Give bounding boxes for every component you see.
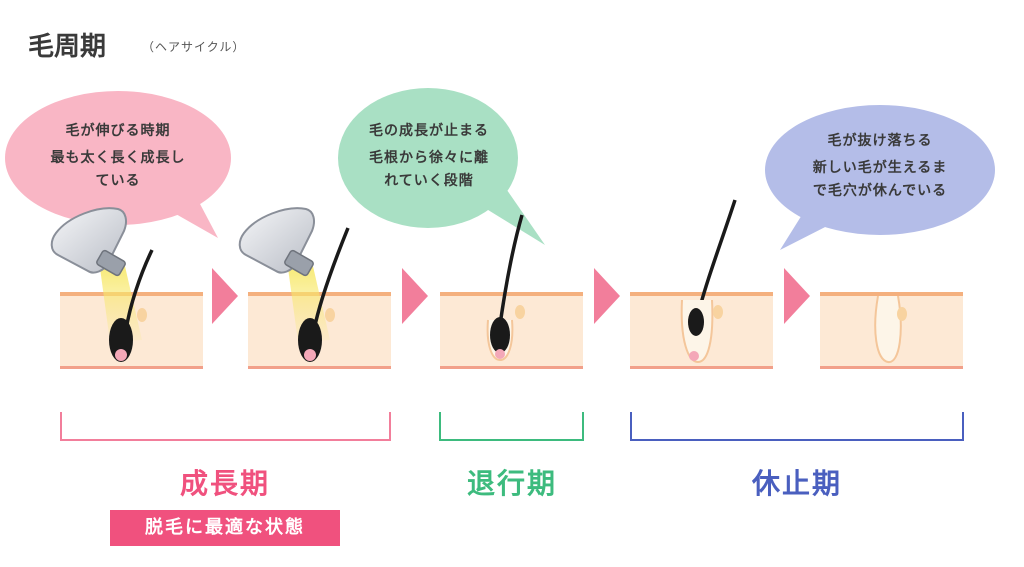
arrow-right-icon	[784, 268, 810, 324]
empty-follicle	[874, 295, 907, 363]
bubble-text-catagen: 毛の成長が止まる 毛根から徐々に離 れていく段階	[340, 120, 518, 193]
hair-catagen	[486, 214, 525, 362]
arrow-right-icon	[212, 268, 238, 324]
bracket-telogen	[630, 412, 964, 441]
laser-beam	[100, 262, 142, 342]
arrow-right-icon	[594, 268, 620, 324]
speech-bubble-telogen	[765, 105, 995, 250]
page-subtitle: （ヘアサイクル）	[142, 40, 246, 54]
bubble-line: ている	[95, 173, 141, 189]
bubble-line: 毛の成長が止まる	[369, 123, 489, 139]
laser-device-icon	[50, 207, 127, 277]
bubble-line: 毛が伸びる時期	[65, 123, 171, 139]
bracket-anagen	[60, 412, 391, 441]
hair-anagen-2	[298, 227, 350, 362]
bubble-line: 毛が抜け落ちる	[827, 133, 933, 149]
bracket-catagen	[439, 412, 584, 441]
phase-label-catagen: 退行期	[466, 467, 557, 500]
page-title: 毛周期	[28, 32, 107, 62]
phase-label-anagen: 成長期	[179, 467, 270, 500]
bubble-text-anagen: 毛が伸びる時期 最も太く長く成長し ている	[20, 120, 216, 193]
arrow-right-icon	[402, 268, 428, 324]
bubble-line: れていく段階	[384, 173, 474, 189]
bubble-line: 新しい毛が生えるま	[812, 160, 948, 176]
phase-label-telogen: 休止期	[751, 467, 842, 500]
laser-device-icon	[238, 207, 315, 277]
bubble-text-telogen: 毛が抜け落ちる 新しい毛が生えるま で毛穴が休んでいる	[770, 130, 990, 203]
speech-bubble-catagen	[338, 88, 545, 245]
bubble-line: 最も太く長く成長し	[50, 150, 186, 166]
bubble-line: で毛穴が休んでいる	[812, 183, 948, 199]
laser-beam	[288, 262, 330, 342]
bubble-line: 毛根から徐々に離	[369, 150, 489, 166]
speech-bubble-anagen	[5, 91, 231, 238]
hair-telogen-detaching	[680, 199, 737, 364]
optimal-state-badge: 脱毛に最適な状態	[110, 510, 340, 546]
hair-anagen-1	[109, 249, 154, 362]
